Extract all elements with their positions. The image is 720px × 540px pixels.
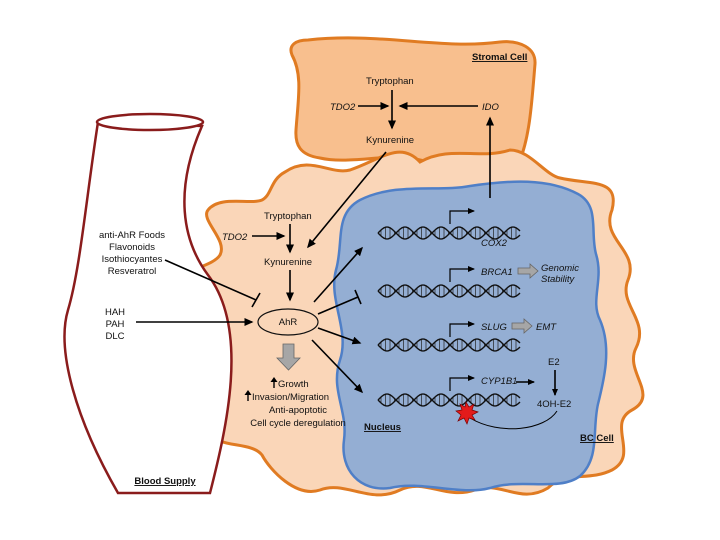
dna-helices xyxy=(377,226,521,407)
dna-helix-slug xyxy=(377,338,521,352)
bc-cell-label: BC Cell xyxy=(580,433,614,444)
blood-supply-vessel xyxy=(63,112,233,495)
brca1-outcome-genomic: Genomic xyxy=(541,263,579,274)
agonist-hah: HAH xyxy=(105,307,125,318)
e2-label: E2 xyxy=(548,357,560,368)
dna-strand-b xyxy=(377,226,521,240)
pathway-arrows xyxy=(136,90,558,430)
arrow-ahr-slug xyxy=(317,327,362,345)
antagonist-flavonoids: Flavonoids xyxy=(109,242,155,253)
stromal-ido: IDO xyxy=(482,102,500,113)
blood-supply-label: Blood Supply xyxy=(134,476,196,487)
nucleus-membrane xyxy=(333,180,608,492)
agonist-pah: PAH xyxy=(106,319,125,330)
dna-strand-a xyxy=(377,284,521,298)
agonist-dlc: DLC xyxy=(105,331,124,342)
dna-strand-a xyxy=(377,393,521,407)
arrow-ahr-cox2 xyxy=(313,246,363,303)
dna-helix-cox2 xyxy=(377,226,521,240)
gene-cox2: COX2 xyxy=(481,238,508,249)
bc-tryptophan: Tryptophan xyxy=(264,211,312,222)
metabolite-label: 4OH-E2 xyxy=(537,399,571,410)
inhibit-bar-brca1 xyxy=(354,289,362,305)
dna-strand-b xyxy=(377,284,521,298)
dna-strand-a xyxy=(377,226,521,240)
arrow-ahr-cyp1b1 xyxy=(311,339,364,394)
nucleus-label: Nucleus xyxy=(364,422,401,433)
antagonist-isothiocyantes: Isothiocyantes xyxy=(102,254,163,265)
bc-tdo2: TDO2 xyxy=(222,232,248,243)
stromal-cell-label: Stromal Cell xyxy=(472,52,527,63)
antagonist-resveratrol: Resveratrol xyxy=(108,266,157,277)
antagonist-anti-ahr-foods: anti-AhR Foods xyxy=(99,230,165,241)
ahr-receptor-oval xyxy=(257,308,319,336)
brca1-grey-arrow xyxy=(517,263,539,279)
stromal-tdo2: TDO2 xyxy=(330,102,356,113)
promoter-slug xyxy=(449,321,475,337)
dna-strand-a xyxy=(377,338,521,352)
dna-strand-b xyxy=(377,393,521,407)
promoter-brca1 xyxy=(449,266,475,282)
gene-brca1: BRCA1 xyxy=(481,267,513,278)
inhibit-antagonists-ahr xyxy=(164,259,257,301)
ahr-label: AhR xyxy=(279,317,298,328)
promoter-cox2 xyxy=(449,208,475,224)
curve-4ohe2-damage xyxy=(469,410,558,430)
inhibit-ahr-brca1 xyxy=(317,296,359,315)
arrow-kyn-export xyxy=(307,151,387,249)
brca1-outcome-stability: Stability xyxy=(541,274,576,285)
stromal-tryptophan: Tryptophan xyxy=(366,76,414,87)
inhibit-bar-ahr xyxy=(251,292,261,308)
dna-helix-cyp1b1 xyxy=(377,393,521,407)
slug-outcome-emt: EMT xyxy=(536,322,557,333)
effect-cellcycle: Cell cycle deregulation xyxy=(250,418,346,429)
stromal-kynurenine: Kynurenine xyxy=(366,135,414,146)
effect-invasion: Invasion/Migration xyxy=(252,392,329,403)
invasion-up-icon xyxy=(244,390,252,401)
gene-cyp1b1: CYP1B1 xyxy=(481,376,517,387)
dna-helix-brca1 xyxy=(377,284,521,298)
effect-growth: Growth xyxy=(278,379,309,390)
promoter-arrows xyxy=(449,208,475,391)
effects-grey-arrow xyxy=(276,343,301,371)
growth-up-icon xyxy=(270,377,278,388)
effect-antiapoptotic: Anti-apoptotic xyxy=(269,405,327,416)
gene-slug: SLUG xyxy=(481,322,507,333)
slug-grey-arrow xyxy=(511,318,533,334)
dna-damage-star-icon xyxy=(455,401,479,425)
bc-kynurenine: Kynurenine xyxy=(264,257,312,268)
promoter-cyp1b1 xyxy=(449,375,475,391)
dna-strand-b xyxy=(377,338,521,352)
